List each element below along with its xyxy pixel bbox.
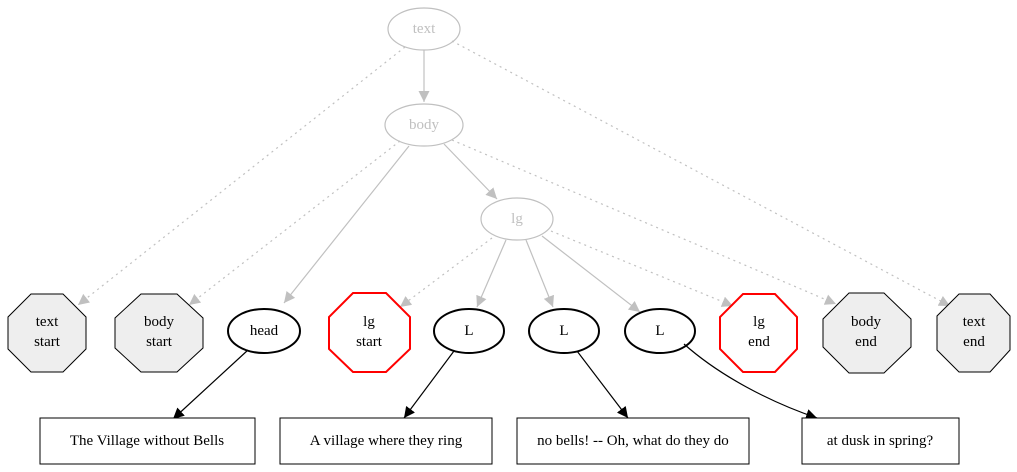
node-body-start-line1: body [144,314,175,330]
node-lg-end: lg end [719,293,798,373]
edge-lg-lgend [550,230,734,307]
edge-text-textstart [77,46,406,306]
edge-l3-text [683,343,818,420]
node-text-end-line2: end [963,334,985,350]
node-lg-label: lg [511,211,523,227]
node-l1: L [433,308,505,354]
edge-text-textend [451,40,951,307]
leaf-l1-text-label: A village where they ring [310,433,463,449]
node-head: head [227,308,301,354]
node-l3: L [624,308,696,354]
node-text-end: text end [936,293,1011,373]
node-text-start-line2: start [34,334,61,350]
node-lg-end-line2: end [748,334,770,350]
edges [77,40,951,420]
node-head-label: head [250,323,279,339]
edge-body-bodyend [451,139,837,305]
node-text-label: text [413,21,436,37]
edge-body-bodystart [188,140,401,306]
node-lg-start-line1: lg [363,314,375,330]
edge-l1-text [403,350,455,419]
edge-lg-l2 [525,239,554,308]
node-lg-end-line1: lg [753,314,765,330]
node-body-start-line2: start [146,334,173,350]
leaf-l3-text-label: at dusk in spring? [827,433,934,449]
leaf-head-text-label: The Village without Bells [70,433,224,449]
node-body-label: body [409,117,440,133]
node-body-end-line2: end [855,334,877,350]
node-l1-label: L [464,323,473,339]
node-lg: lg [480,197,554,241]
node-lg-start: lg start [328,292,411,373]
leaf-l2-text: no bells! -- Oh, what do they do [516,417,750,465]
node-text: text [387,7,461,51]
edge-head-text [172,349,249,420]
leaf-head-text: The Village without Bells [39,417,256,465]
edge-lg-l3 [541,235,641,313]
node-l3-label: L [655,323,664,339]
edge-body-lg [443,143,498,200]
node-text-start: text start [7,293,87,373]
node-lg-start-line2: start [356,334,383,350]
edge-lg-l1 [476,239,507,308]
leaf-l3-text: at dusk in spring? [801,417,960,465]
leaf-l2-text-label: no bells! -- Oh, what do they do [537,433,729,449]
node-text-start-line1: text [36,314,59,330]
node-l2: L [528,308,600,354]
edge-l2-text [576,350,629,419]
node-body: body [384,103,464,147]
node-text-end-line1: text [963,314,986,330]
edge-lg-lgstart [399,237,493,308]
node-body-end-line1: body [851,314,882,330]
leaf-l1-text: A village where they ring [279,417,493,465]
node-body-start: body start [114,293,204,373]
node-l2-label: L [559,323,568,339]
node-body-end: body end [822,292,912,374]
edge-body-head [283,145,410,304]
